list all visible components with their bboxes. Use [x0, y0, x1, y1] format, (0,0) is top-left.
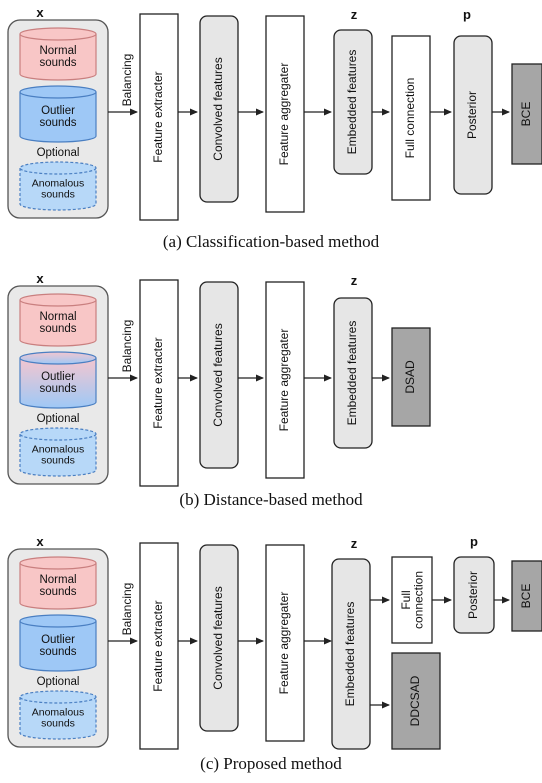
- anomalous-sounds-label-line-1: Anomalous: [32, 443, 85, 455]
- var-z-label: z: [351, 273, 358, 288]
- normal-sounds-cylinder: [19, 27, 97, 81]
- anomalous-sounds-label-line-2: sounds: [41, 454, 75, 466]
- outlier-sounds-label-line-2: sounds: [39, 383, 76, 395]
- anomalous-sounds-label-line-2: sounds: [41, 188, 75, 200]
- var-p-label: p: [463, 7, 471, 22]
- full-connection-box: Full connection: [391, 35, 431, 201]
- outlier-sounds-label-line-1: Outlier: [41, 371, 75, 383]
- normal-sounds-label-line-2: sounds: [39, 323, 76, 335]
- bce-box-label: BCE: [519, 102, 533, 127]
- anomalous-sounds-label-line-1: Anomalous: [32, 177, 85, 189]
- var-x-label: x: [36, 534, 44, 549]
- optional-label: Optional: [37, 676, 80, 688]
- feature-aggregater-box: Feature aggregater: [265, 544, 305, 742]
- outlier-sounds-label-line-2: sounds: [39, 646, 76, 658]
- feature-extracter-box-label: Feature extracter: [151, 600, 165, 691]
- full-connection-box-label-line-2: connection: [412, 571, 426, 629]
- var-x-label: x: [36, 271, 44, 286]
- var-z-label: z: [351, 7, 358, 22]
- feature-extracter-box: Feature extracter: [139, 542, 179, 750]
- feature-aggregater-box-label: Feature aggregater: [277, 329, 291, 432]
- embedded-features-box: Embedded features: [333, 297, 373, 449]
- panel-caption: (b) Distance-based method: [179, 490, 363, 509]
- bce-box: BCE: [511, 560, 542, 632]
- feature-extracter-box-label: Feature extracter: [151, 71, 165, 162]
- posterior-box-label: Posterior: [465, 91, 479, 139]
- embedded-features-box-label: Embedded features: [345, 50, 359, 155]
- anomalous-sounds-cylinder: [19, 690, 97, 740]
- feature-aggregater-box: Feature aggregater: [265, 15, 305, 213]
- outlier-sounds-cylinder: [19, 614, 97, 672]
- convolved-features-box: Convolved features: [199, 544, 239, 732]
- optional-label: Optional: [37, 147, 80, 159]
- outlier-sounds-cylinder: [19, 351, 97, 409]
- outlier-sounds-cylinder: [19, 85, 97, 143]
- normal-sounds-cylinder: [19, 293, 97, 347]
- convolved-features-box-label: Convolved features: [211, 57, 225, 160]
- panel-a: xNormalsoundsOutliersoundsOptionalAnomal…: [7, 5, 542, 251]
- outlier-sounds-label-line-2: sounds: [39, 117, 76, 129]
- full-connection-box-label-line-1: Full: [399, 590, 413, 609]
- convolved-features-box-label: Convolved features: [211, 323, 225, 426]
- embedded-features-box: Embedded features: [331, 558, 371, 750]
- feature-aggregater-box-label: Feature aggregater: [277, 592, 291, 695]
- panel-b: xNormalsoundsOutliersoundsOptionalAnomal…: [7, 271, 431, 509]
- bce-box: BCE: [511, 63, 542, 165]
- normal-sounds-cylinder: [19, 556, 97, 610]
- posterior-box-label: Posterior: [466, 571, 480, 619]
- anomalous-sounds-label-line-2: sounds: [41, 717, 75, 729]
- bce-box-label: BCE: [519, 584, 533, 609]
- panel-caption: (c) Proposed method: [200, 754, 342, 773]
- balancing-label: Balancing: [120, 583, 134, 636]
- embedded-features-box-label: Embedded features: [345, 321, 359, 426]
- normal-sounds-label-line-1: Normal: [39, 311, 76, 323]
- feature-aggregater-box: Feature aggregater: [265, 281, 305, 479]
- var-p-label: p: [470, 534, 478, 549]
- embedded-features-box: Embedded features: [333, 29, 373, 175]
- normal-sounds-label-line-2: sounds: [39, 57, 76, 69]
- ddcsad-box-label: DDCSAD: [408, 675, 422, 726]
- convolved-features-box: Convolved features: [199, 281, 239, 469]
- normal-sounds-label-line-1: Normal: [39, 45, 76, 57]
- feature-extracter-box: Feature extracter: [139, 279, 179, 487]
- anomalous-sounds-cylinder: [19, 427, 97, 477]
- balancing-label: Balancing: [120, 54, 134, 107]
- panel-c: xNormalsoundsOutliersoundsOptionalAnomal…: [7, 534, 542, 773]
- optional-label: Optional: [37, 413, 80, 425]
- posterior-box: Posterior: [453, 556, 495, 634]
- embedded-features-box-label: Embedded features: [343, 602, 357, 707]
- panel-caption: (a) Classification-based method: [163, 232, 380, 251]
- outlier-sounds-label-line-1: Outlier: [41, 634, 75, 646]
- convolved-features-box: Convolved features: [199, 15, 239, 203]
- posterior-box: Posterior: [453, 35, 493, 195]
- normal-sounds-label-line-1: Normal: [39, 574, 76, 586]
- ddcsad-box: DDCSAD: [391, 652, 441, 750]
- full-connection-box-label: Full connection: [403, 78, 417, 159]
- anomalous-sounds-label-line-1: Anomalous: [32, 706, 85, 718]
- convolved-features-box-label: Convolved features: [211, 586, 225, 689]
- normal-sounds-label-line-2: sounds: [39, 586, 76, 598]
- feature-aggregater-box-label: Feature aggregater: [277, 63, 291, 166]
- dsad-box-label: DSAD: [403, 360, 417, 394]
- outlier-sounds-label-line-1: Outlier: [41, 105, 75, 117]
- feature-extracter-box-label: Feature extracter: [151, 337, 165, 428]
- anomalous-sounds-cylinder: [19, 161, 97, 211]
- var-z-label: z: [351, 536, 358, 551]
- var-x-label: x: [36, 5, 44, 20]
- feature-extracter-box: Feature extracter: [139, 13, 179, 221]
- balancing-label: Balancing: [120, 320, 134, 373]
- dsad-box: DSAD: [391, 327, 431, 427]
